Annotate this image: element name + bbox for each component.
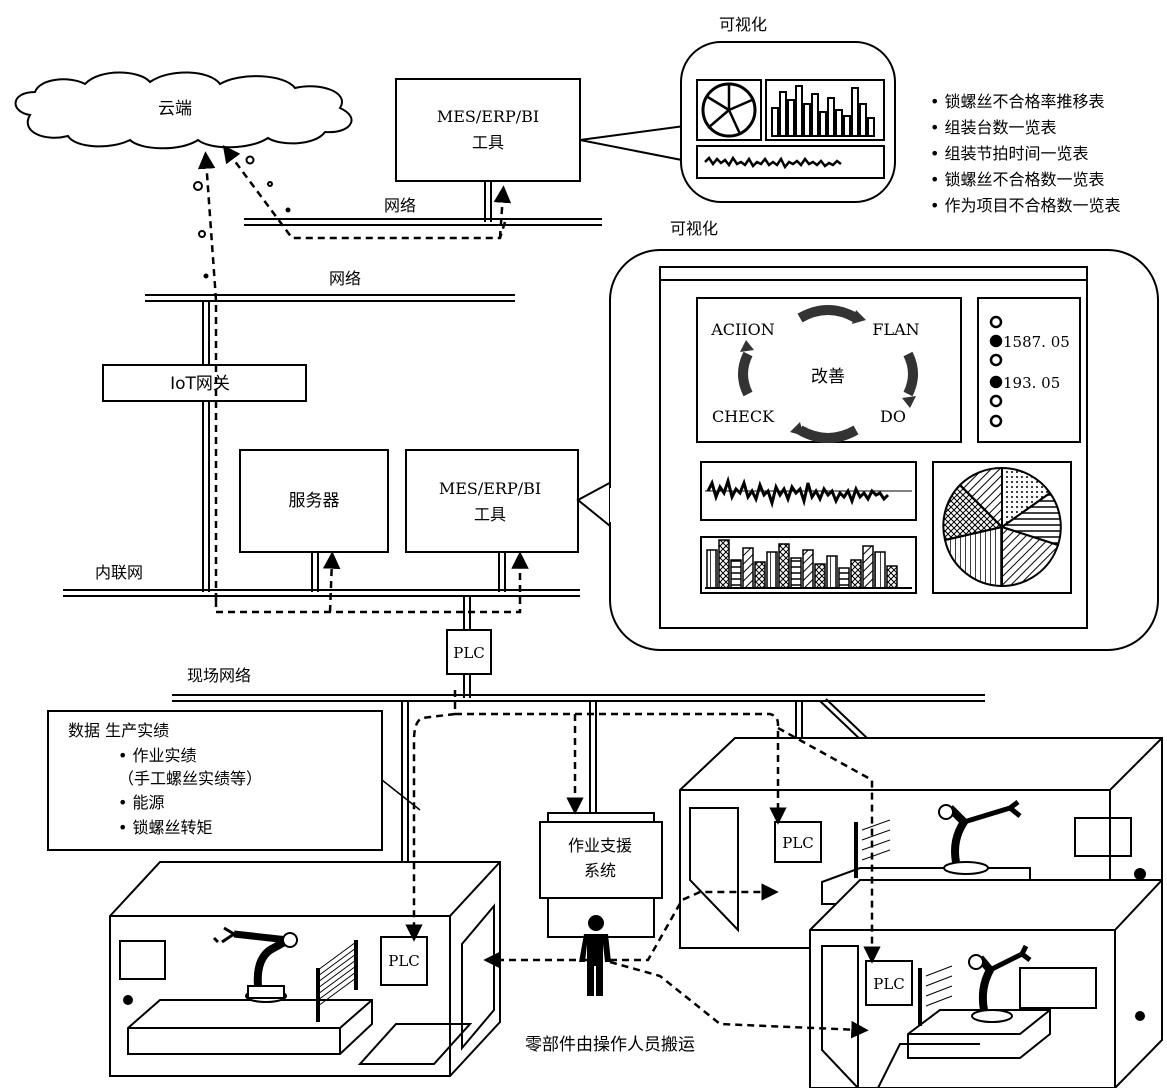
plc-right-bottom-label: PLC (873, 975, 905, 993)
main-network-bus (145, 294, 515, 302)
report-item: • 组装节拍时间一览表 (930, 144, 1089, 163)
plc-left-label: PLC (388, 952, 420, 970)
pdca-check: CHECK (712, 407, 775, 426)
mid-tool-line1: MES/ERP/BI (439, 479, 541, 498)
data-box-item: • 作业实绩 (118, 746, 197, 765)
mid-mes-tool: MES/ERP/BI 工具 (405, 449, 579, 553)
top-network-label: 网络 (384, 196, 416, 215)
value-1: 1587. 05 (1003, 333, 1070, 351)
iot-gateway: IoT网关 (102, 364, 307, 402)
support-line2: 系统 (584, 861, 616, 880)
server-box: 服务器 (239, 449, 389, 553)
cloud: 云端 (14, 71, 353, 150)
machine-right-bottom (809, 879, 1163, 1088)
plc-right-top-label: PLC (782, 834, 814, 852)
viz-big-callout: 改善 ACIION FLAN CHECK DO 1587. 05 193. 05 (576, 249, 1159, 651)
server-label: 服务器 (289, 491, 340, 511)
report-item: • 作为项目不合格数一览表 (930, 196, 1121, 215)
cloud-label: 云端 (158, 99, 192, 119)
report-item: • 锁螺丝不合格数一览表 (930, 170, 1105, 189)
data-box-title: 数据 生产实绩 (68, 721, 169, 740)
data-dots (193, 155, 291, 279)
operator-person-icon (579, 915, 611, 996)
top-tool-line2: 工具 (472, 133, 504, 152)
intranet-label: 内联网 (95, 563, 143, 582)
pdca-do: DO (880, 407, 906, 426)
pdca-center: 改善 (811, 367, 845, 387)
support-line1: 作业支援 (568, 836, 632, 855)
mid-tool-line2: 工具 (474, 505, 506, 524)
viz-top-title: 可视化 (719, 15, 767, 34)
report-item: • 锁螺丝不合格率推移表 (930, 92, 1105, 111)
viz-big-title: 可视化 (670, 219, 718, 238)
plc-right-top: PLC (774, 821, 822, 863)
plc-right-bottom: PLC (865, 960, 913, 1006)
support-system: 作业支援 系统 (539, 812, 663, 938)
pdca-plan: FLAN (872, 320, 919, 339)
field-network-bus (172, 694, 985, 702)
viz-top-callout (579, 41, 896, 203)
data-box-item: （手工螺丝实绩等） (118, 769, 262, 788)
pdca-action: ACIION (710, 320, 775, 339)
reports-list: • 锁螺丝不合格率推移表 • 组装台数一览表 • 组装节拍时间一览表 • 锁螺丝… (930, 92, 1121, 215)
data-box: 数据 生产实绩 • 作业实绩 （手工螺丝实绩等） • 能源 • 锁螺丝转矩 (47, 710, 383, 851)
iot-gateway-label: IoT网关 (170, 374, 230, 394)
top-network-bus (244, 218, 602, 226)
machine-left (109, 861, 501, 1077)
intranet-bus (63, 589, 580, 597)
value-2: 193. 05 (1003, 374, 1060, 392)
plc-main-label: PLC (453, 644, 485, 662)
caption: 零部件由操作人员搬运 (525, 1035, 695, 1055)
report-item: • 组装台数一览表 (930, 118, 1057, 137)
main-network-label: 网络 (329, 269, 361, 288)
plc-main: PLC (446, 629, 492, 675)
data-flow-arrows (197, 144, 881, 1039)
data-box-item: • 能源 (118, 793, 165, 812)
field-network-label: 现场网络 (187, 666, 251, 685)
top-tool-line1: MES/ERP/BI (437, 107, 539, 126)
plc-left: PLC (380, 936, 428, 986)
data-box-item: • 锁螺丝转矩 (118, 818, 213, 837)
top-mes-tool: MES/ERP/BI 工具 (395, 78, 581, 182)
